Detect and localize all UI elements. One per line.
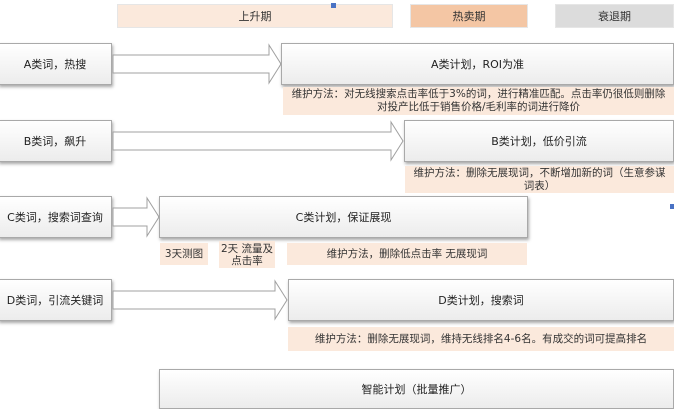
phase-hot: 热卖期 [410, 4, 528, 28]
arrow-a [112, 43, 282, 85]
arrow-b [112, 120, 404, 162]
keyword-box-a[interactable]: A类词，热搜 [0, 43, 112, 85]
selection-handle[interactable] [331, 3, 336, 8]
keyword-box-b[interactable]: B类词，飙升 [0, 120, 112, 162]
plan-box-b[interactable]: B类计划，低价引流 [404, 120, 674, 162]
smart-plan-box[interactable]: 智能计划（批量推广） [159, 369, 674, 409]
method-note-a: 维护方法：对无线搜索点击率低于3%的词，进行精准匹配。点击率仍很低则删除对投产比… [283, 87, 674, 115]
plan-box-c[interactable]: C类计划，保证展现 [159, 196, 528, 238]
plan-box-a[interactable]: A类计划，ROI为准 [281, 43, 674, 85]
arrow-c [112, 196, 160, 238]
tag-test-image: 3天测图 [160, 243, 208, 265]
keyword-box-c[interactable]: C类词，搜索词查询 [0, 196, 112, 238]
tag-traffic-ctr: 2天 流量及点击率 [219, 241, 275, 268]
arrow-d [112, 279, 288, 321]
phase-rising: 上升期 [117, 4, 393, 28]
keyword-box-d[interactable]: D类词，引流关键词 [0, 279, 112, 321]
selection-handle[interactable] [670, 204, 674, 209]
method-note-b: 维护方法：删除无展现词，不断增加新的词（生意参谋词表） [405, 166, 674, 193]
method-note-c: 维护方法，删除低点击率 无展现词 [287, 243, 527, 265]
plan-box-d[interactable]: D类计划，搜索词 [288, 279, 674, 321]
phase-decline: 衰退期 [555, 4, 674, 28]
method-note-d: 维护方法：删除无展现词，维持无线排名4-6名。有成交的词可提高排名 [288, 327, 674, 351]
